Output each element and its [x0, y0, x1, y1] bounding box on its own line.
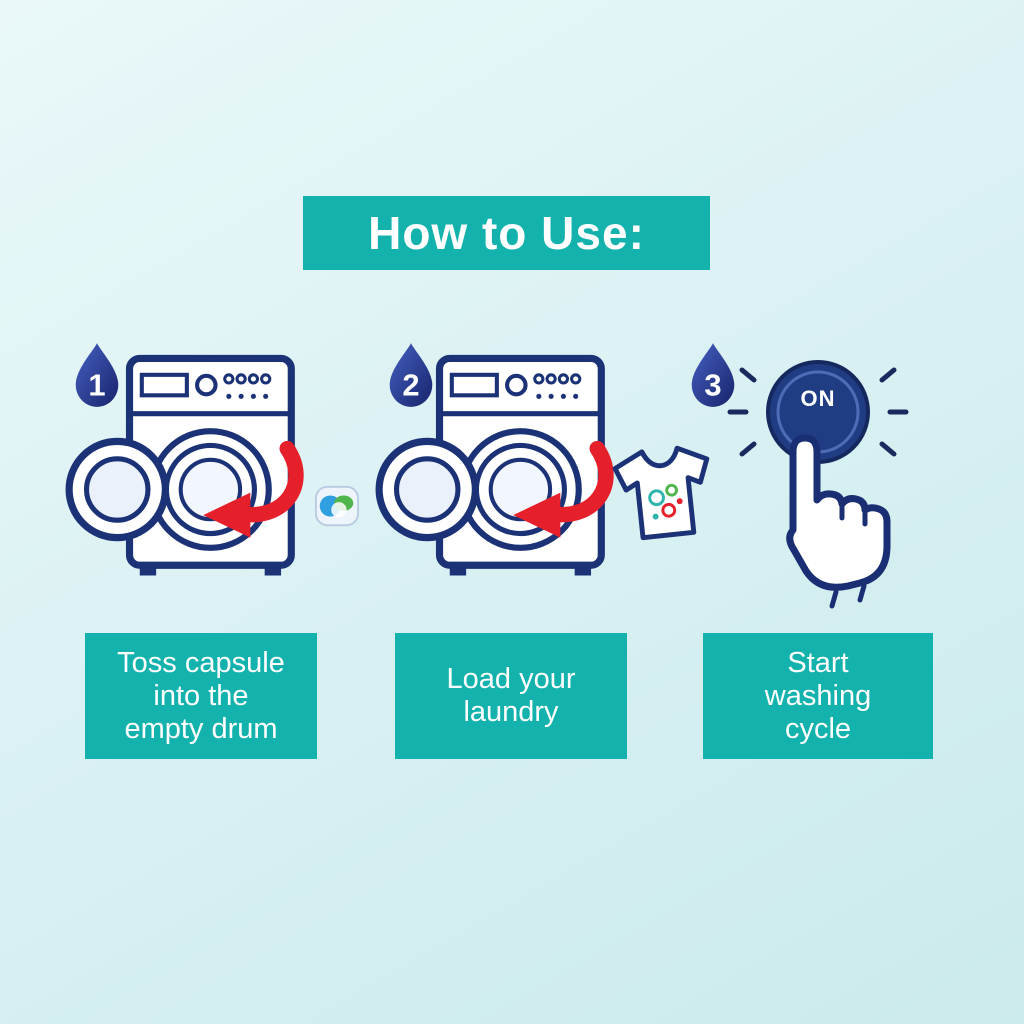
drop-badge-3: 3 [684, 340, 742, 410]
step-1-figure [64, 350, 322, 586]
step-number-1: 1 [88, 367, 105, 402]
machine-body [375, 354, 605, 576]
title-banner: How to Use: [303, 196, 710, 270]
detergent-capsule-icon [314, 483, 360, 529]
caption-line: laundry [463, 696, 559, 728]
capsule-graphic [314, 485, 360, 527]
step-2-figure [374, 350, 632, 586]
washing-machine-icon [375, 354, 614, 576]
caption-step-1: Toss capsule into the empty drum [85, 633, 317, 759]
caption-step-2: Load your laundry [395, 633, 627, 759]
step-3-figure: ON [708, 350, 928, 610]
step-number-3: 3 [704, 367, 721, 402]
caption-line: washing [764, 679, 872, 712]
caption-line: empty drum [124, 712, 278, 745]
step-number-2: 2 [402, 367, 419, 402]
load-arrow-icon [513, 440, 614, 538]
caption-line: Start [787, 646, 849, 679]
rays-icon [727, 367, 909, 457]
caption-line: into the [153, 679, 249, 712]
caption-line: Toss capsule [117, 646, 285, 679]
caption-step-3: Start washing cycle [703, 633, 933, 759]
caption-line: cycle [784, 712, 852, 745]
stain-spots [648, 483, 683, 520]
drop-badge-1: 1 [68, 340, 126, 410]
on-label: ON [801, 386, 836, 411]
tshirt-icon [605, 438, 723, 549]
toss-arrow-icon [203, 440, 304, 538]
water-drop-icon: 3 [691, 343, 735, 407]
water-drop-icon: 1 [75, 343, 119, 407]
water-drop-icon: 2 [389, 343, 433, 407]
washing-machine-icon [65, 354, 304, 576]
caption-line: Load your [446, 663, 576, 695]
page-title: How to Use: [368, 207, 645, 259]
power-press-icon: ON [727, 360, 909, 609]
machine-body [65, 354, 295, 576]
pressing-hand-icon [786, 434, 891, 609]
tshirt-graphic [612, 445, 710, 541]
drop-badge-2: 2 [382, 340, 440, 410]
